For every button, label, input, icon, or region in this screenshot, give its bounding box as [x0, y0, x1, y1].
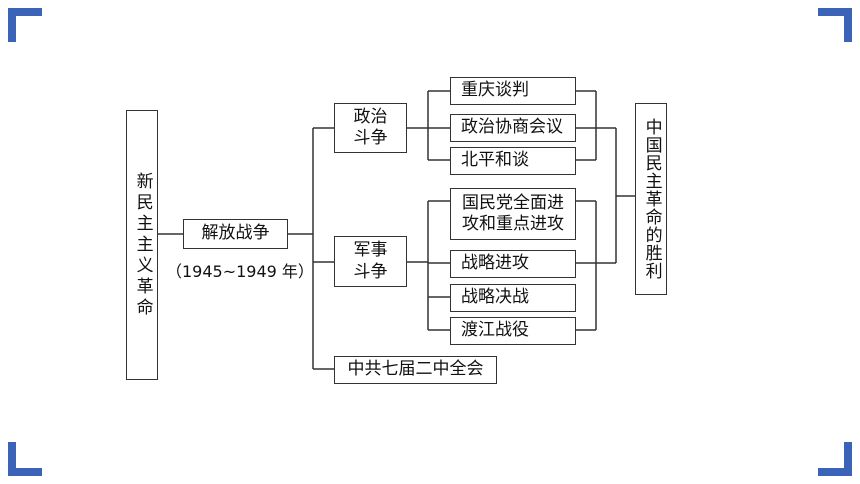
corner-bottom-left-icon — [8, 442, 42, 476]
political-item-1: 重庆谈判 — [450, 77, 576, 105]
root-box: 新民主主义革命 — [126, 110, 158, 380]
meeting-box: 中共七届二中全会 — [334, 356, 497, 384]
military-box: 军事斗争 — [334, 236, 407, 287]
war-period: （1945~1949 年） — [166, 262, 314, 281]
military-label: 军事斗争 — [353, 240, 388, 282]
corner-top-right-icon — [818, 8, 852, 42]
result-label: 中国民主革命的胜利 — [641, 118, 662, 280]
military-item-2: 战略进攻 — [450, 250, 576, 278]
military-item-3: 战略决战 — [450, 284, 576, 312]
military-item-1: 国民党全面进攻和重点进攻 — [450, 188, 576, 240]
meeting-label: 中共七届二中全会 — [347, 359, 484, 380]
military-item-4: 渡江战役 — [450, 317, 576, 345]
war-label: 解放战争 — [201, 223, 270, 244]
political-label: 政治斗争 — [353, 106, 388, 148]
political-box: 政治斗争 — [334, 103, 407, 153]
root-label: 新民主主义革命 — [132, 171, 153, 319]
result-box: 中国民主革命的胜利 — [635, 103, 667, 295]
political-item-3: 北平和谈 — [450, 147, 576, 175]
war-box: 解放战争 — [183, 219, 288, 249]
corner-top-left-icon — [8, 8, 42, 42]
political-item-2: 政治协商会议 — [450, 114, 576, 142]
corner-bottom-right-icon — [818, 442, 852, 476]
